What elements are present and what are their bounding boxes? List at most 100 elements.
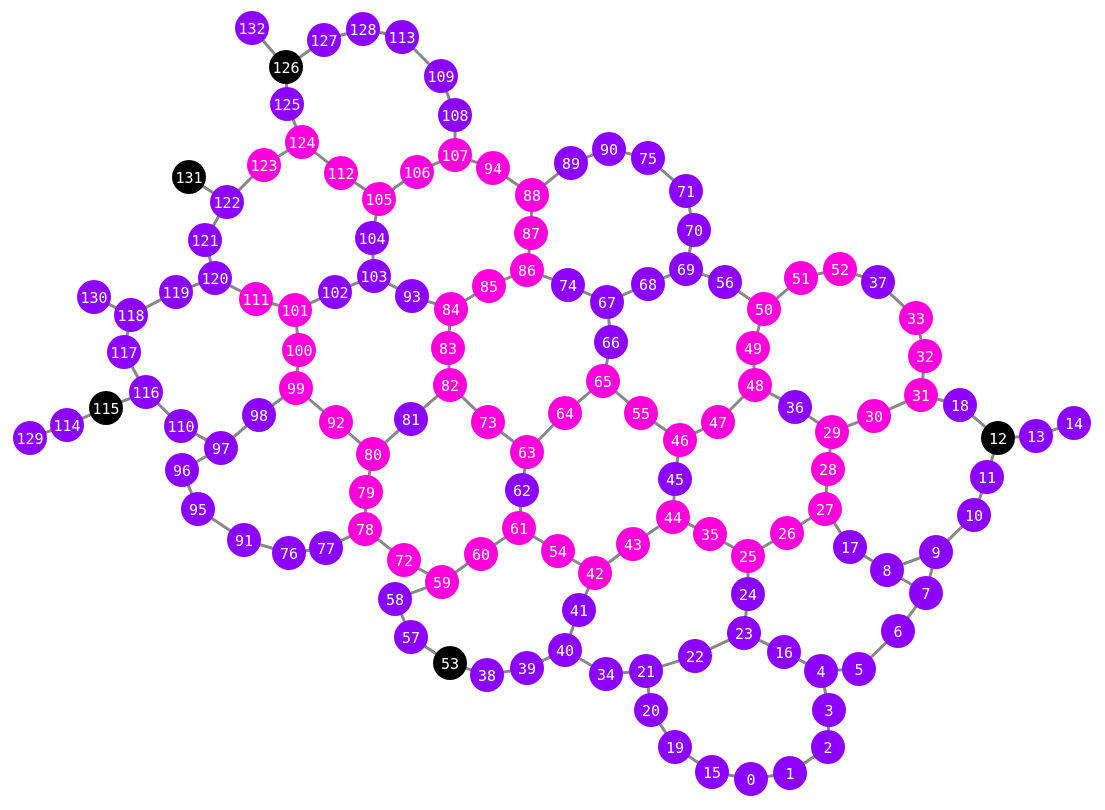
node-circle <box>355 221 389 255</box>
node-91: 91 <box>227 523 261 557</box>
node-circle <box>784 261 818 295</box>
node-label: 60 <box>472 546 490 564</box>
node-circle <box>502 511 536 545</box>
node-48: 48 <box>738 368 772 402</box>
node-36: 36 <box>778 390 812 424</box>
node-circle <box>242 398 276 432</box>
node-45: 45 <box>658 462 692 496</box>
node-label: 46 <box>671 432 689 450</box>
node-label: 16 <box>775 644 793 662</box>
node-117: 117 <box>107 335 141 369</box>
node-71: 71 <box>669 174 703 208</box>
node-circle <box>114 298 148 332</box>
node-20: 20 <box>634 693 668 727</box>
node-circle <box>669 174 703 208</box>
node-104: 104 <box>355 221 389 255</box>
node-label: 28 <box>819 461 837 479</box>
node-9: 9 <box>919 535 953 569</box>
node-label: 57 <box>402 629 420 647</box>
node-circle <box>695 755 729 789</box>
node-circle <box>13 421 47 455</box>
node-label: 63 <box>518 444 536 462</box>
node-circle <box>107 335 141 369</box>
node-circle <box>165 453 199 487</box>
node-circle <box>767 635 801 669</box>
node-label: 38 <box>478 667 496 685</box>
node-label: 110 <box>167 418 194 436</box>
node-95: 95 <box>181 492 215 526</box>
node-42: 42 <box>578 556 612 590</box>
node-label: 127 <box>310 32 337 50</box>
node-circle <box>357 259 391 293</box>
node-circle <box>590 285 624 319</box>
node-circle <box>731 577 765 611</box>
node-circle <box>77 280 111 314</box>
node-label: 8 <box>882 562 891 580</box>
node-4: 4 <box>804 654 838 688</box>
node-label: 37 <box>869 274 887 292</box>
node-circle <box>656 500 690 534</box>
node-label: 32 <box>916 348 934 366</box>
node-circle <box>387 543 421 577</box>
node-circle <box>471 405 505 439</box>
node-69: 69 <box>669 252 703 286</box>
node-label: 71 <box>677 183 695 201</box>
node-label: 97 <box>212 440 230 458</box>
node-circle <box>663 423 697 457</box>
node-label: 19 <box>666 739 684 757</box>
node-circle <box>307 23 341 57</box>
node-0: 0 <box>734 762 768 796</box>
node-circle <box>943 388 977 422</box>
node-circle <box>309 531 343 565</box>
node-label: 118 <box>117 307 144 325</box>
node-circle <box>548 633 582 667</box>
node-label: 119 <box>162 284 189 302</box>
node-119: 119 <box>159 275 193 309</box>
node-99: 99 <box>279 371 313 405</box>
node-circle <box>804 654 838 688</box>
node-circle <box>554 146 588 180</box>
node-84: 84 <box>434 292 468 326</box>
node-label: 53 <box>441 655 459 673</box>
node-118: 118 <box>114 298 148 332</box>
node-33: 33 <box>899 301 933 335</box>
node-label: 90 <box>600 141 618 159</box>
node-87: 87 <box>514 216 548 250</box>
node-80: 80 <box>356 437 390 471</box>
node-circle <box>747 292 781 326</box>
node-90: 90 <box>592 132 626 166</box>
node-circle <box>510 253 544 287</box>
node-circle <box>658 730 692 764</box>
node-59: 59 <box>425 565 459 599</box>
node-62: 62 <box>505 473 539 507</box>
node-label: 5 <box>854 661 863 679</box>
node-circle <box>551 268 585 302</box>
node-circle <box>731 539 765 573</box>
node-circle <box>424 59 458 93</box>
node-label: 131 <box>175 169 202 187</box>
node-107: 107 <box>438 138 472 172</box>
node-circle <box>562 593 596 627</box>
node-circle <box>1057 406 1091 440</box>
node-label: 73 <box>479 414 497 432</box>
node-circle <box>634 693 668 727</box>
node-label: 6 <box>893 623 902 641</box>
node-49: 49 <box>736 331 770 365</box>
node-circle <box>476 151 510 185</box>
node-label: 83 <box>439 340 457 358</box>
node-circle <box>278 293 312 327</box>
node-label: 91 <box>235 532 253 550</box>
node-circle <box>693 517 727 551</box>
node-label: 68 <box>639 276 657 294</box>
node-77: 77 <box>309 531 343 565</box>
node-label: 70 <box>685 222 703 240</box>
node-label: 79 <box>357 484 375 502</box>
node-label: 3 <box>824 702 833 720</box>
node-label: 62 <box>513 482 531 500</box>
node-74: 74 <box>551 268 585 302</box>
node-circle <box>908 339 942 373</box>
node-label: 106 <box>403 164 430 182</box>
node-label: 100 <box>285 342 312 360</box>
node-circle <box>188 223 222 257</box>
node-label: 52 <box>831 261 849 279</box>
